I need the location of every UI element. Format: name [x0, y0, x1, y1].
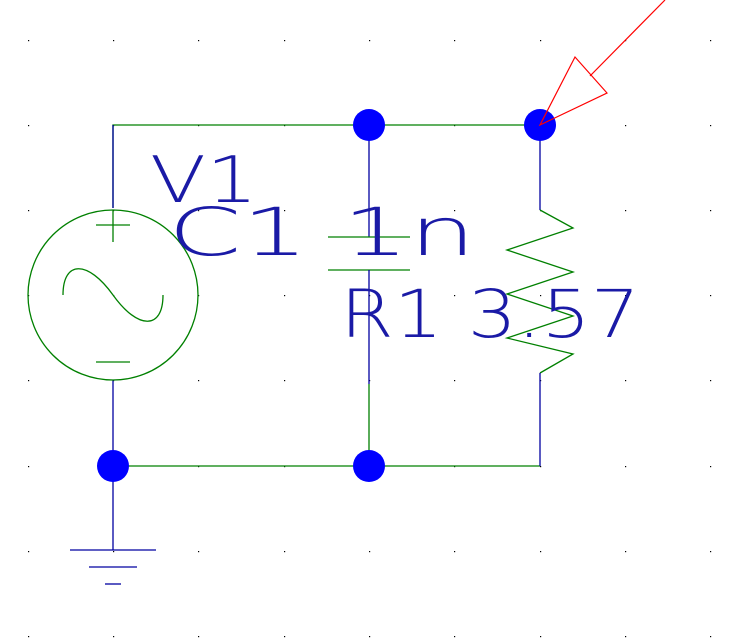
grid-dot-2-5 — [454, 210, 456, 212]
grid-dot-3-6 — [540, 295, 542, 297]
grid-dot-6-5 — [454, 551, 456, 553]
grid-dot-7-8 — [710, 636, 712, 638]
grid-dot-4-2 — [198, 380, 200, 382]
grid-dot-2-2 — [198, 210, 200, 212]
capacitor-c1[interactable] — [328, 125, 410, 384]
source-name-label: V1 — [150, 144, 258, 218]
grid-dot-3-5 — [454, 295, 456, 297]
grid-dot-6-0 — [28, 551, 30, 553]
grid-dot-0-4 — [369, 40, 371, 42]
grid-dot-2-0 — [28, 210, 30, 212]
grid-dot-3-3 — [284, 295, 286, 297]
grid-dot-0-1 — [113, 40, 115, 42]
resistor-r1[interactable] — [504, 140, 576, 466]
grid-dot-7-6 — [540, 636, 542, 638]
labels: V1 C1 1n R1 3.57 — [150, 144, 640, 353]
grid-dot-0-5 — [454, 40, 456, 42]
ground-icon[interactable] — [70, 466, 156, 585]
grid-dot-1-0 — [28, 125, 30, 127]
voltage-source-v1[interactable] — [27, 125, 199, 466]
grid-dot-7-5 — [454, 636, 456, 638]
probe-head — [538, 55, 608, 127]
grid-dot-1-8 — [710, 125, 712, 127]
node-bottom-mid[interactable] — [353, 450, 385, 482]
grid-dot-5-0 — [28, 466, 30, 468]
grid-dot-4-8 — [710, 380, 712, 382]
capacitor-label: C1 1n — [168, 194, 476, 271]
grid-dot-2-8 — [710, 210, 712, 212]
grid-dot-2-3 — [284, 210, 286, 212]
grid-dot-6-1 — [113, 551, 115, 553]
node-bottom-left[interactable] — [97, 450, 129, 482]
grid-dot-7-3 — [284, 636, 286, 638]
grid-dot-7-1 — [113, 636, 115, 638]
grid-dot-4-7 — [625, 380, 627, 382]
grid-dot-3-8 — [710, 295, 712, 297]
grid-dot-5-8 — [710, 466, 712, 468]
probe-shaft — [589, 0, 666, 77]
grid-dot-4-0 — [28, 380, 30, 382]
grid-dot-0-3 — [284, 40, 286, 42]
grid-dot-0-6 — [540, 40, 542, 42]
grid-dot-7-7 — [625, 636, 627, 638]
grid-dot-4-3 — [284, 380, 286, 382]
ac-sine-icon — [62, 268, 164, 322]
grid-dot-3-7 — [625, 295, 627, 297]
grid-dot-6-2 — [198, 551, 200, 553]
grid-dot-0-0 — [28, 40, 30, 42]
grid-dot-7-2 — [198, 636, 200, 638]
grid-dot-0-2 — [198, 40, 200, 42]
resistor-label: R1 3.57 — [340, 276, 640, 353]
grid-dot-2-7 — [625, 210, 627, 212]
grid-dot-4-5 — [454, 380, 456, 382]
node-top-mid[interactable] — [353, 109, 385, 141]
grid-dot-7-0 — [28, 636, 30, 638]
grid-dot-6-8 — [710, 551, 712, 553]
grid-dot-5-6 — [540, 466, 542, 468]
grid-dot-6-7 — [625, 551, 627, 553]
resistor-zigzag — [504, 209, 576, 374]
voltage-probe-arrow-icon[interactable] — [538, 0, 666, 127]
grid-dot-1-7 — [625, 125, 627, 127]
grid-dot-6-3 — [284, 551, 286, 553]
grid-dot-6-4 — [369, 551, 371, 553]
grid-dot-5-7 — [625, 466, 627, 468]
grid-dot-6-6 — [540, 551, 542, 553]
grid-dot-7-4 — [369, 636, 371, 638]
grid-dot-0-8 — [710, 40, 712, 42]
